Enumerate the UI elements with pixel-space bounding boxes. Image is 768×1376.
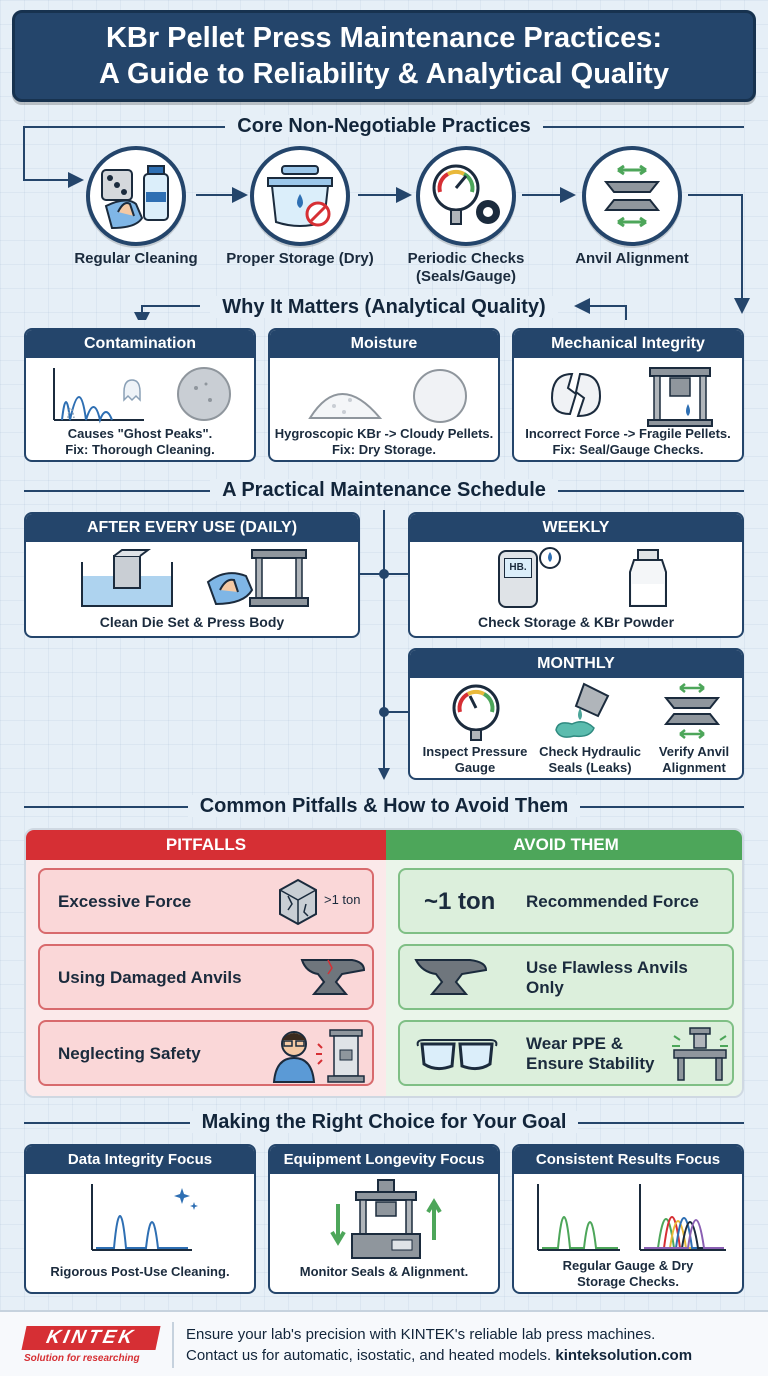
card-daily-label: Clean Die Set & Press Body <box>99 614 285 630</box>
flawless-anvil-icon <box>414 959 488 995</box>
title-line-2: A Guide to Reliability & Analytical Qual… <box>99 58 669 90</box>
unsafe-operator-icon <box>272 1029 365 1083</box>
card-mechanical-integrity: Mechanical Integrity Incorrect Force -> … <box>512 328 744 462</box>
kbr-powder-icon <box>308 369 467 423</box>
clean-spectrum-icon <box>91 1184 198 1251</box>
pitfall-neglecting-safety: Neglecting Safety <box>38 1020 374 1086</box>
card-mechanical-line2: Fix: Seal/Gauge Checks. <box>552 442 704 457</box>
card-data-integrity-title: Data Integrity Focus <box>26 1146 254 1174</box>
storage-icon <box>250 146 350 246</box>
cracked-die-icon <box>279 878 317 926</box>
card-mechanical-line1: Incorrect Force -> Fragile Pellets. <box>525 426 731 441</box>
anvil-alignment-small-icon <box>663 683 721 739</box>
card-contamination-line2: Fix: Thorough Cleaning. <box>65 442 215 457</box>
press-monitor-icon <box>330 1179 442 1259</box>
avoid-recommended-force: ~1 ton Recommended Force <box>398 868 734 934</box>
card-data-integrity: Data Integrity Focus Rigorous Post-Use C… <box>24 1144 256 1294</box>
avoid-title: AVOID THEM <box>386 830 742 860</box>
safety-goggles-icon <box>416 1039 498 1071</box>
card-contamination-line1: Causes "Ghost Peaks". <box>67 426 213 441</box>
fragile-pellet-icon <box>550 367 713 427</box>
card-consistent-results-line1: Regular Gauge & Dry <box>562 1258 694 1273</box>
cleaning-icon <box>86 146 186 246</box>
card-monthly-title: MONTHLY <box>410 650 742 678</box>
hygrometer-icon: HB. <box>498 550 538 608</box>
card-contamination: Contamination Causes "Ghost Peaks". Fix:… <box>24 328 256 462</box>
card-equipment-longevity-line1: Monitor Seals & Alignment. <box>299 1264 469 1279</box>
card-weekly-label: Check Storage & KBr Powder <box>477 614 675 630</box>
card-weekly-title: WEEKLY <box>410 514 742 542</box>
card-contamination-title: Contamination <box>26 330 254 358</box>
anvil-alignment-icon <box>582 146 682 246</box>
footer: KINTEK Solution for researching Ensure y… <box>0 1310 768 1376</box>
card-data-integrity-line1: Rigorous Post-Use Cleaning. <box>50 1264 230 1279</box>
core-label-checks: Periodic Checks (Seals/Gauge) <box>407 250 525 285</box>
kbr-bottle-icon <box>539 547 667 607</box>
avoid-wear-ppe: Wear PPE &Ensure Stability <box>398 1020 734 1086</box>
die-cleaning-icon <box>81 549 309 607</box>
card-consistent-results: Consistent Results Focus Regular Gauge &… <box>512 1144 744 1294</box>
page-title: KBr Pellet Press Maintenance Practices: … <box>12 10 756 102</box>
choice-heading: Making the Right Choice for Your Goal <box>0 1111 768 1134</box>
recommended-force-value: ~1 ton <box>424 888 496 915</box>
ghost-peaks-icon <box>53 367 231 424</box>
pitfall-damaged-anvils: Using Damaged Anvils <box>38 944 374 1010</box>
footer-line-1: Ensure your lab's precision with KINTEK'… <box>186 1326 656 1343</box>
kintek-tagline: Solution for researching <box>24 1353 140 1364</box>
pressure-gauge-icon <box>452 684 500 741</box>
footer-divider <box>172 1322 174 1368</box>
core-label-storage: Proper Storage (Dry) <box>226 250 374 267</box>
excessive-force-tag: >1 ton <box>324 892 361 907</box>
card-consistent-results-title: Consistent Results Focus <box>514 1146 742 1174</box>
schedule-heading: A Practical Maintenance Schedule <box>0 479 768 502</box>
overlaid-spectra-icon <box>537 1184 726 1251</box>
core-label-alignment: Anvil Alignment <box>575 250 689 267</box>
stable-press-icon <box>672 1027 728 1081</box>
card-daily-title: AFTER EVERY USE (DAILY) <box>26 514 358 542</box>
core-label-cleaning: Regular Cleaning <box>74 250 198 267</box>
footer-line-2: Contact us for automatic, isostatic, and… <box>186 1347 693 1364</box>
kintek-logo: KINTEK <box>21 1326 161 1350</box>
title-line-1: KBr Pellet Press Maintenance Practices: <box>105 22 663 54</box>
pitfalls-title: PITFALLS <box>26 830 386 860</box>
card-equipment-longevity-title: Equipment Longevity Focus <box>270 1146 498 1174</box>
gauge-icon <box>416 146 516 246</box>
damaged-anvil-icon <box>300 959 366 995</box>
card-consistent-results-line2: Storage Checks. <box>577 1274 679 1289</box>
why-heading: Why It Matters (Analytical Quality) <box>0 296 768 319</box>
card-moisture-title: Moisture <box>270 330 498 358</box>
core-heading: Core Non-Negotiable Practices <box>0 115 768 138</box>
footer-message: Ensure your lab's precision with KINTEK'… <box>186 1324 692 1366</box>
footer-site-link[interactable]: kinteksolution.com <box>555 1347 693 1364</box>
card-mechanical-title: Mechanical Integrity <box>514 330 742 358</box>
card-daily: AFTER EVERY USE (DAILY) Clean Die Set & … <box>24 512 360 638</box>
schedule-timeline <box>360 510 408 780</box>
card-moisture: Moisture Hygroscopic KBr -> Cloudy Pelle… <box>268 328 500 462</box>
pitfalls-panel: PITFALLS AVOID THEM Excessive Force >1 t… <box>24 828 744 1098</box>
hygrometer-display: HB. <box>504 558 532 578</box>
card-equipment-longevity: Equipment Longevity Focus Monitor Seals … <box>268 1144 500 1294</box>
core-flow-arrows <box>23 126 750 320</box>
card-moisture-line2: Fix: Dry Storage. <box>331 442 437 457</box>
card-weekly: WEEKLY HB. Check Storage & KBr Powder <box>408 512 744 638</box>
card-moisture-line1: Hygroscopic KBr -> Cloudy Pellets. <box>274 426 494 441</box>
pitfall-excessive-force: Excessive Force >1 ton <box>38 868 374 934</box>
pitfalls-heading: Common Pitfalls & How to Avoid Them <box>0 795 768 818</box>
hydraulic-leak-icon <box>555 682 610 738</box>
